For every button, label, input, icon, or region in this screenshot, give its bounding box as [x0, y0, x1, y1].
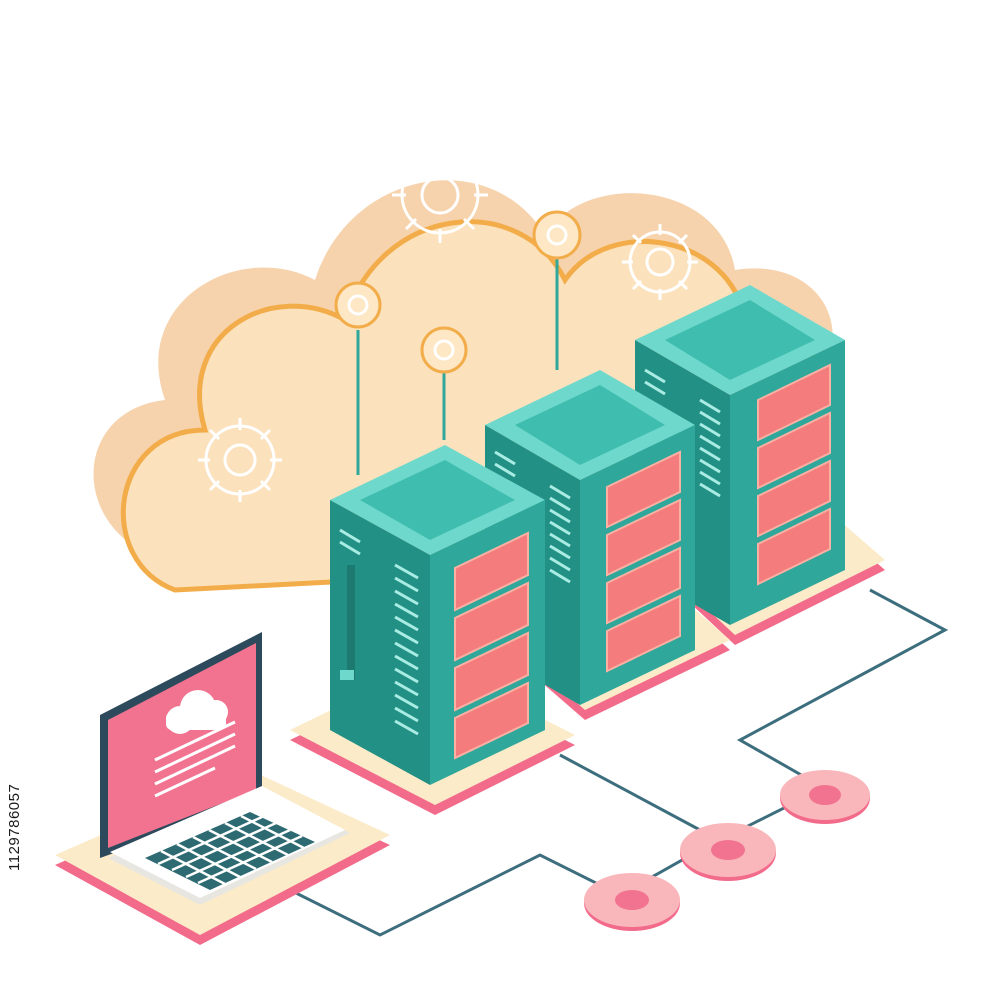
gear-icon — [198, 418, 282, 502]
gear-icon — [392, 147, 488, 243]
stock-id-label: 1129786057 — [6, 783, 23, 871]
network-node-icon — [780, 770, 870, 824]
power-icon — [532, 210, 582, 370]
network-node-icon — [680, 823, 776, 881]
power-icon — [334, 281, 382, 475]
network-node-icon — [584, 873, 680, 931]
server-rack-icon — [485, 370, 730, 720]
gear-icon — [622, 224, 698, 300]
laptop-icon — [55, 632, 390, 945]
server-rack-icon — [290, 445, 575, 815]
power-icon — [420, 326, 468, 440]
cloud-icon — [166, 690, 228, 734]
